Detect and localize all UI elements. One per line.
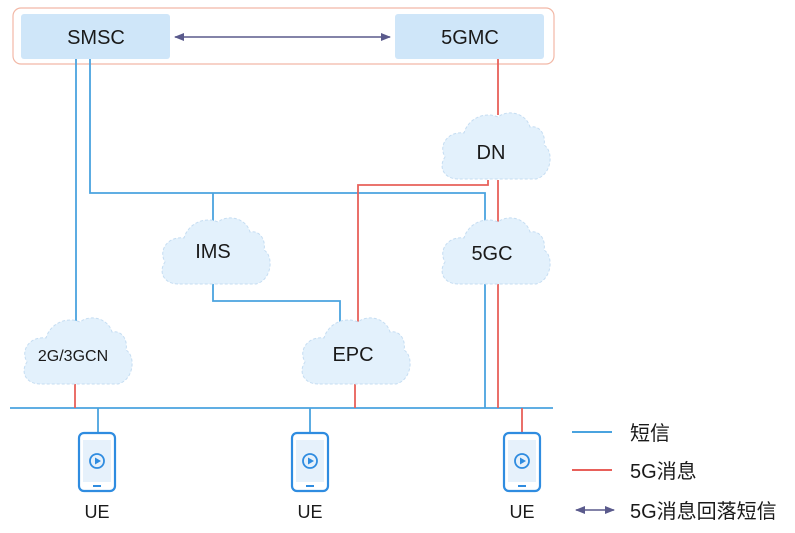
dn-cloud — [441, 112, 551, 180]
5gmc-box — [395, 14, 544, 59]
sms-lines — [10, 58, 553, 433]
epc-label: EPC — [332, 344, 373, 366]
dn-label: DN — [477, 142, 506, 164]
ims-cloud — [161, 217, 271, 285]
legend-5g-label: 5G消息 — [630, 460, 697, 483]
ue-phone-icon — [77, 431, 117, 493]
smsc-box — [21, 14, 170, 59]
ue-label: UE — [509, 502, 534, 522]
epc-cloud — [301, 317, 411, 385]
smsc-label: SMSC — [67, 27, 125, 49]
5gc-label: 5GC — [471, 243, 512, 265]
ue-label: UE — [84, 502, 109, 522]
2g3gcn-cloud — [23, 317, 133, 385]
2g3gcn-label: 2G/3GCN — [38, 348, 108, 365]
ue-phone-icon — [290, 431, 330, 493]
ue-phone-icon — [502, 431, 542, 493]
5gmc-label: 5GMC — [441, 27, 499, 49]
legend: 短信 5G消息 5G消息回落短信 — [572, 422, 777, 523]
5gc-cloud — [441, 217, 551, 285]
ue-label: UE — [297, 502, 322, 522]
legend-fallback-label: 5G消息回落短信 — [630, 500, 777, 523]
core-frame — [12, 7, 555, 65]
ims-label: IMS — [195, 241, 231, 263]
5g-message-lines — [74, 58, 523, 433]
legend-sms-label: 短信 — [630, 422, 670, 445]
